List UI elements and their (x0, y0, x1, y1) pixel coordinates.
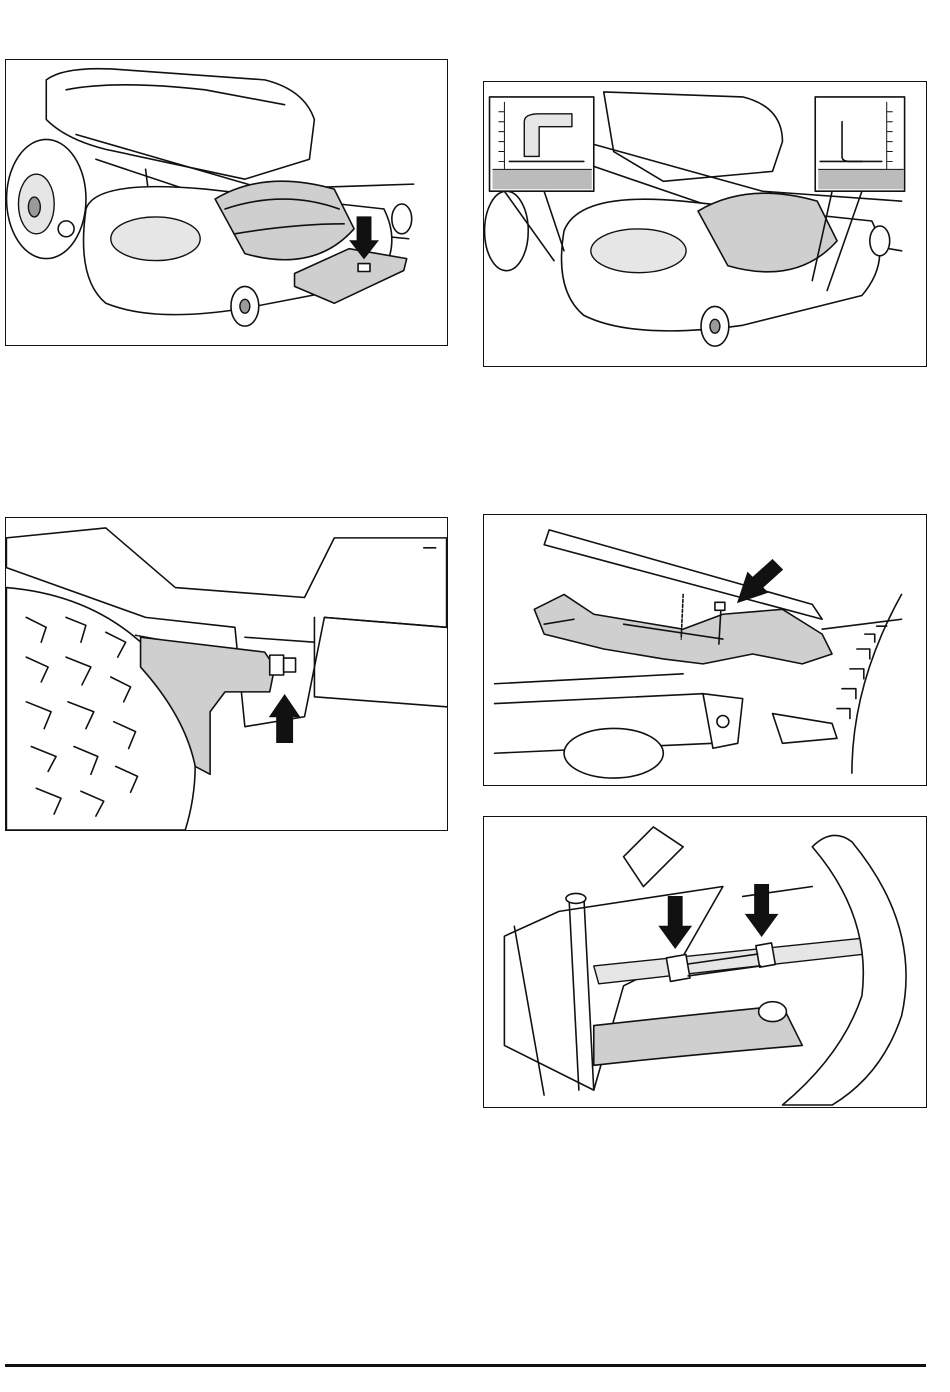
tension-bracket-nut-icon (6, 518, 447, 830)
figure-deck-lift-bolt (483, 514, 927, 786)
figure-adjuster-nuts (483, 816, 927, 1108)
figure-tension-bracket (5, 517, 448, 831)
bottom-rule (5, 1364, 926, 1367)
adjuster-nuts-icon (484, 817, 926, 1107)
cutting-height-gauges-icon (484, 82, 926, 366)
figure-cutting-height-gauges (483, 81, 927, 367)
figure-deck-on-block (5, 59, 448, 346)
mower-deck-on-block-icon (6, 60, 447, 345)
deck-lift-bolt-icon (484, 515, 926, 785)
